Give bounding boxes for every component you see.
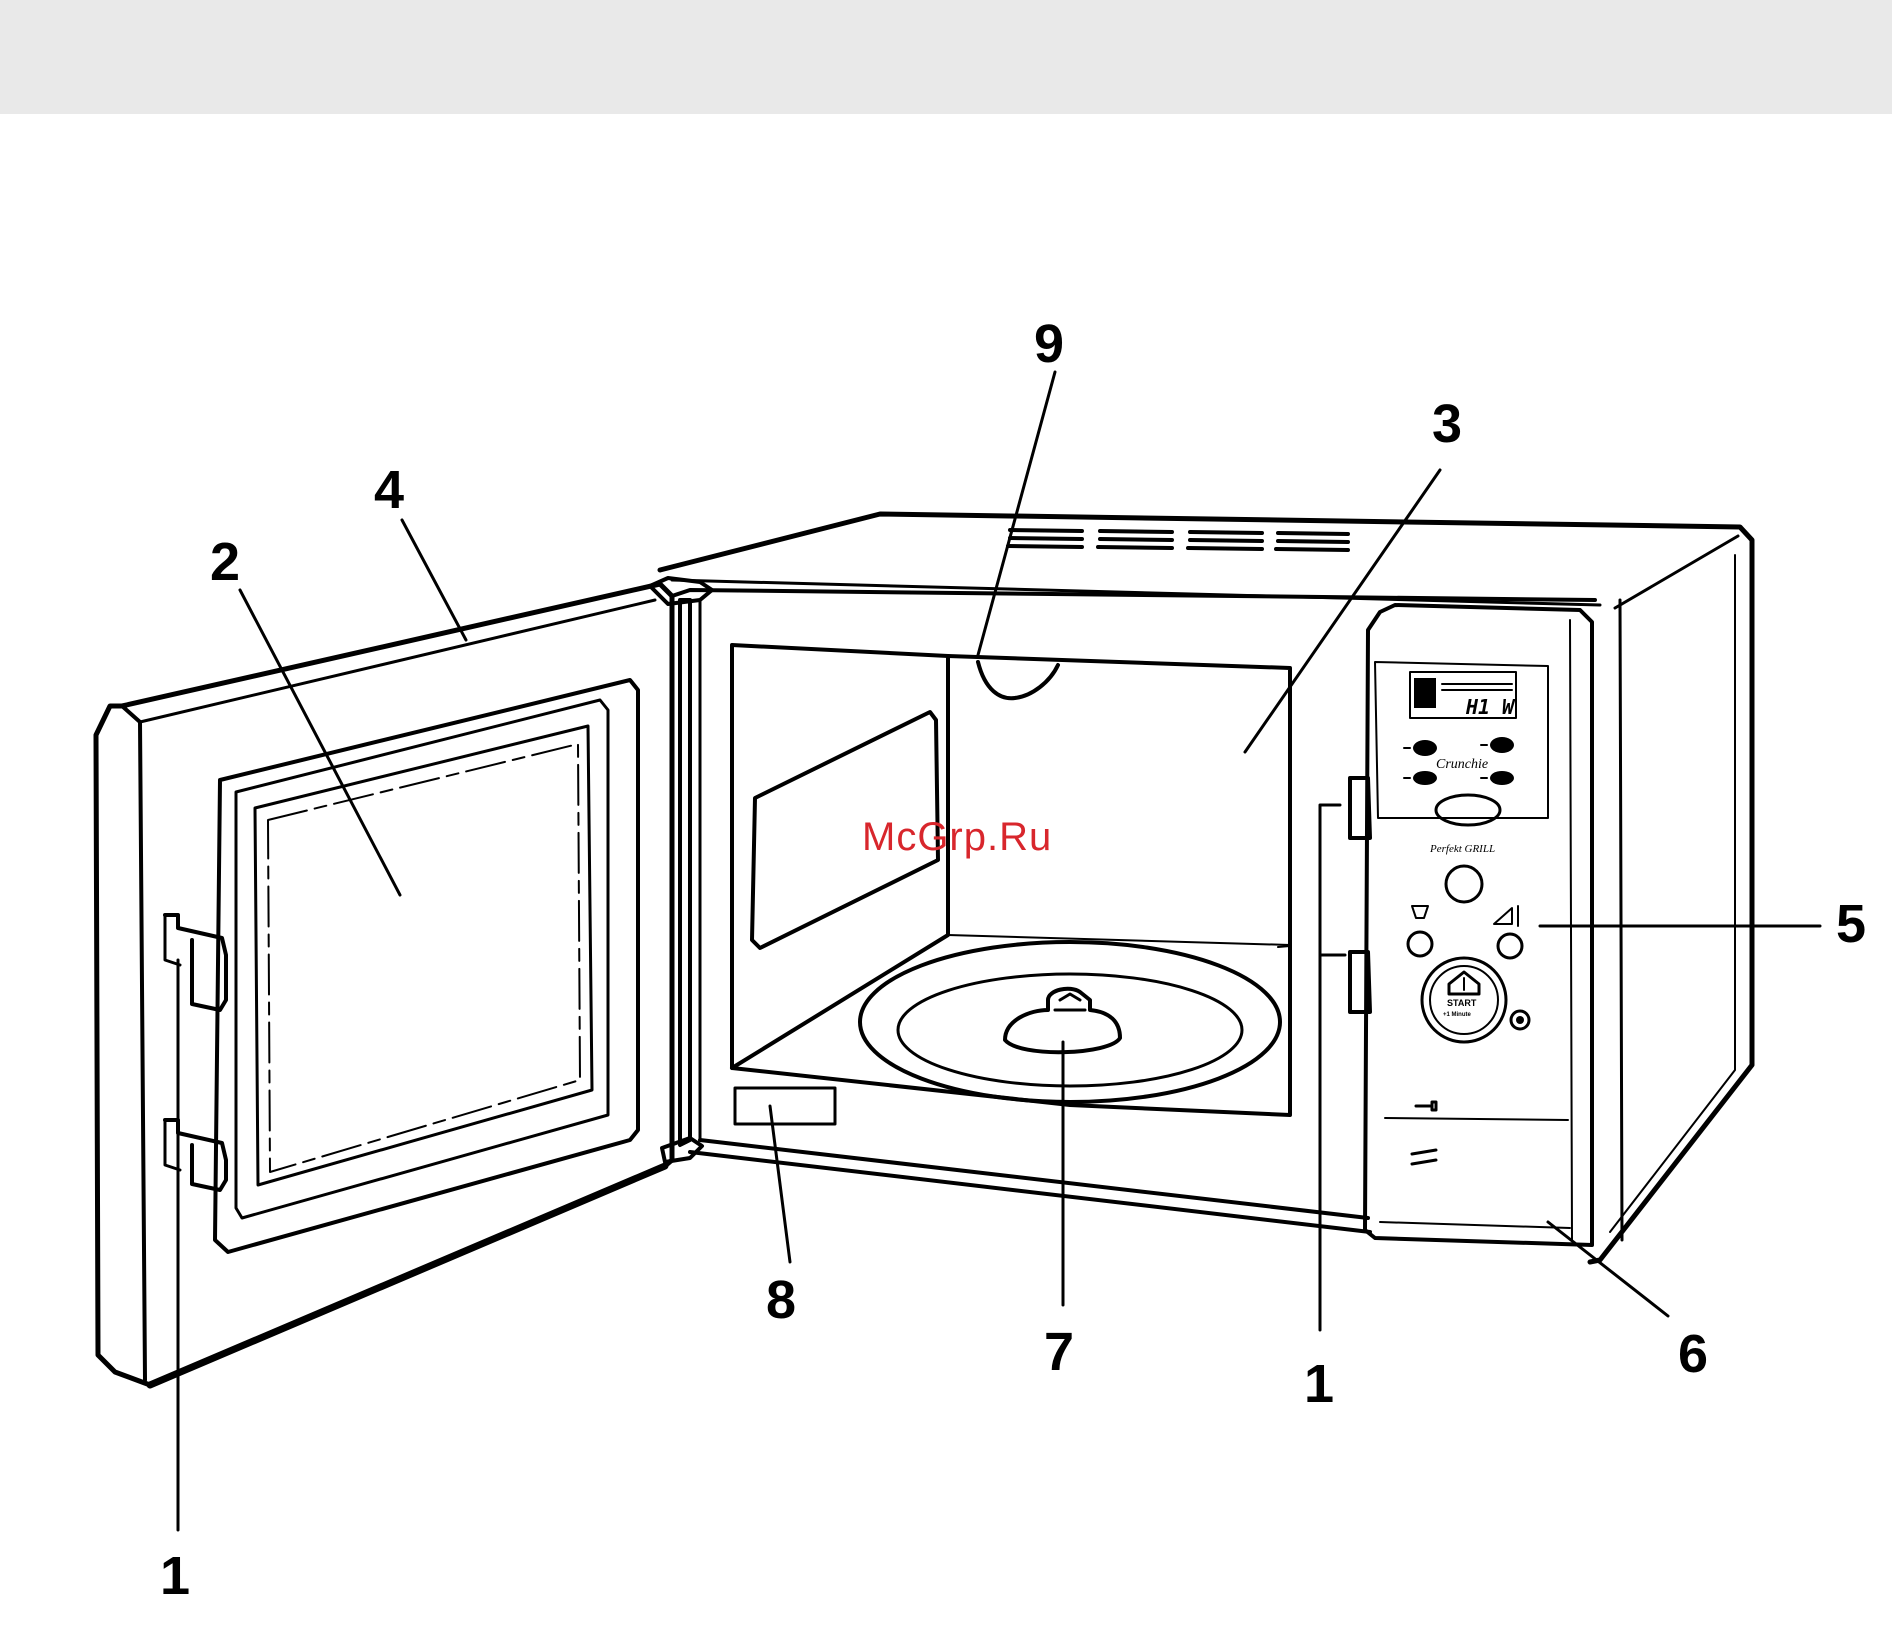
power-button[interactable] — [1498, 934, 1522, 958]
rating-plate — [735, 1088, 835, 1124]
top-vents — [1008, 530, 1348, 550]
grill-label: Perfekt GRILL — [1429, 843, 1495, 855]
watermark: McGrp.Ru — [862, 815, 1052, 859]
callout-4: 4 — [374, 460, 404, 520]
callout-5: 5 — [1836, 894, 1866, 954]
leader-lines — [178, 372, 1820, 1530]
grill-button[interactable] — [1446, 866, 1482, 902]
callout-1-left: 1 — [160, 1546, 190, 1606]
oven-cavity — [732, 645, 1370, 1124]
program-knob[interactable] — [1436, 795, 1500, 825]
door — [96, 578, 712, 1385]
callout-3: 3 — [1432, 394, 1462, 454]
callout-9: 9 — [1034, 314, 1064, 374]
display-readout: H1 W — [1465, 695, 1516, 719]
callout-labels: 1 2 3 4 5 6 7 8 9 1 — [160, 314, 1866, 1606]
callout-1-right: 1 — [1304, 1354, 1334, 1414]
start-button[interactable]: START +1 Minute — [1422, 958, 1506, 1042]
callout-6: 6 — [1678, 1324, 1708, 1384]
program-label: Crunchie — [1436, 757, 1488, 772]
start-sublabel: +1 Minute — [1443, 1012, 1472, 1018]
callout-7: 7 — [1044, 1322, 1074, 1382]
callout-8: 8 — [766, 1270, 796, 1330]
start-label: START — [1447, 998, 1477, 1008]
child-lock-icon — [1416, 1102, 1436, 1110]
door-release-icon — [1412, 1150, 1436, 1164]
callout-2: 2 — [210, 532, 240, 592]
defrost-button[interactable] — [1408, 932, 1432, 956]
cabinet — [660, 514, 1752, 1262]
